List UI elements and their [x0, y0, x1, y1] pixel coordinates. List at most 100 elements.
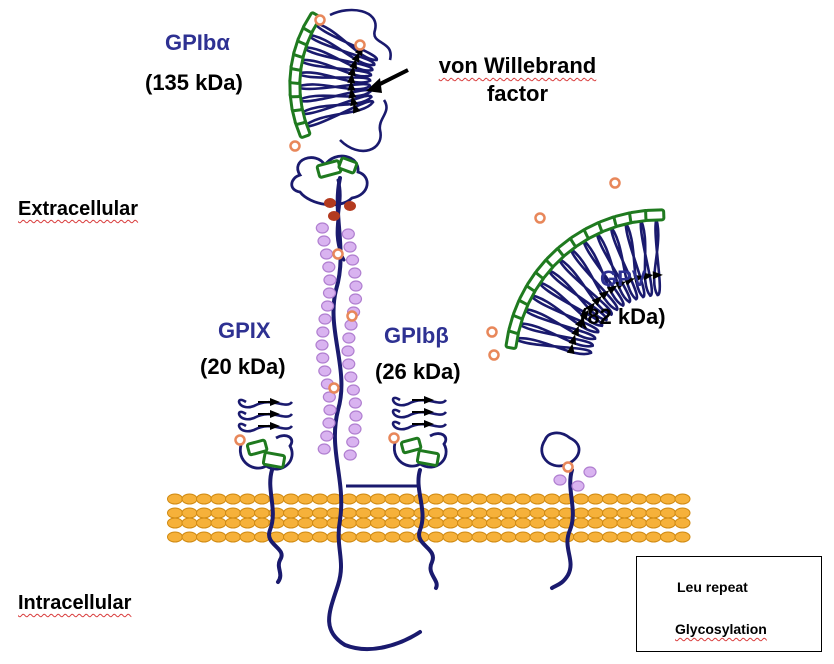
lipid-head	[660, 531, 676, 543]
lipid-head	[457, 507, 473, 519]
lipid-head	[529, 517, 546, 529]
lipid-head	[341, 517, 357, 529]
lipid-head	[428, 531, 444, 543]
legend-leu-repeat-label: Leu repeat	[677, 579, 748, 595]
lipid-head	[674, 531, 691, 543]
lipid-head	[587, 531, 604, 543]
glycosylation-bead	[318, 365, 332, 377]
glycosylation-bead	[322, 261, 336, 273]
glycosylation-bead	[317, 443, 331, 455]
gpibb-mass: (26 kDa)	[375, 359, 461, 384]
gpv-beta-arrow	[571, 325, 579, 337]
lipid-bilayer	[167, 493, 691, 543]
lipid-head	[181, 531, 198, 543]
lipid-head	[515, 507, 531, 519]
gpv-beta-arrow	[566, 343, 575, 355]
gpix-sialic-bead	[234, 434, 246, 446]
glycosylation-bead	[322, 391, 336, 403]
lipid-head	[196, 531, 212, 543]
gpibb-beta-arrow	[424, 408, 434, 416]
gpiba-sialic-bead	[314, 14, 326, 26]
lipid-head	[631, 507, 647, 519]
lipid-head	[239, 531, 256, 543]
gpv-beta-arrow	[652, 271, 663, 280]
lipid-head	[196, 507, 212, 519]
lipid-head	[660, 507, 676, 519]
gpv-beta-arrow	[624, 278, 635, 286]
lipid-head	[515, 517, 531, 529]
gpix-leu-repeat	[261, 451, 287, 469]
gpiba-beta-arrow	[347, 65, 356, 77]
glycosylation-bead	[348, 293, 363, 305]
gpiba-label: GPIbα	[165, 30, 230, 55]
legend-box: Leu repeat Glycosylation	[636, 556, 822, 652]
glycosylation-bead	[348, 397, 362, 409]
lipid-head	[297, 531, 314, 543]
lipid-head	[602, 531, 618, 543]
gpiba-chain-loop	[294, 68, 372, 84]
lipid-head	[399, 507, 415, 519]
gpv-beta-arrow	[615, 281, 626, 290]
lipid-head	[239, 507, 256, 519]
lipid-head	[181, 493, 198, 505]
gpibb-chain-loop	[391, 408, 448, 419]
lipid-head	[428, 507, 444, 519]
lipid-head	[660, 517, 676, 529]
lipid-head	[486, 493, 502, 505]
lipid-head	[225, 517, 241, 529]
gpiba-chain-loop	[310, 17, 379, 62]
gpv-beta-arrow	[568, 334, 577, 346]
gpibb-beta-arrow	[424, 396, 434, 404]
gpiba-flanking-domain	[290, 154, 369, 207]
vwf-line-2: factor	[486, 81, 549, 106]
lipid-head	[312, 531, 328, 543]
lipid-head	[573, 493, 589, 505]
lipid-head	[587, 517, 604, 529]
lipid-head	[210, 531, 227, 543]
lipid-head	[196, 517, 212, 529]
lipid-head	[529, 493, 546, 505]
gpv-chain-loop	[607, 221, 639, 301]
lipid-head	[370, 507, 386, 519]
legend-glycosylation-label: Glycosylation	[675, 621, 767, 637]
gpv-beta-arrow	[585, 302, 595, 313]
glycosylation-bead	[341, 345, 355, 357]
gpibb-label: GPIbβ	[384, 323, 449, 348]
lipid-head	[399, 493, 415, 505]
gpv-beta-arrow	[598, 290, 610, 300]
lipid-head	[167, 493, 183, 505]
lipid-head	[500, 507, 517, 519]
gpv-chain-loop	[622, 217, 646, 299]
lipid-head	[457, 493, 473, 505]
gpv-chain-loop	[592, 227, 632, 304]
glycosylation-bead	[341, 228, 355, 240]
gpv-glycosylation-bead	[553, 474, 567, 486]
gpiba-chain-loop	[296, 55, 373, 78]
lipid-head	[471, 517, 488, 529]
gpv-chain-loop	[543, 264, 608, 322]
gpiba-glycosylation-beads	[315, 222, 363, 461]
glycosylation-bead	[343, 449, 357, 461]
gpiba-chain-loop	[294, 88, 372, 103]
gpibb-domain	[388, 396, 448, 469]
gpiba-sialic-bead	[328, 382, 340, 394]
lipid-head	[486, 507, 502, 519]
lipid-head	[384, 507, 401, 519]
gpiba-mass: (135 kDa)	[145, 70, 243, 95]
lipid-head	[239, 517, 256, 529]
lipid-head	[210, 507, 227, 519]
gpv-chain-loop	[579, 234, 625, 308]
gpiba-beta-arrow	[353, 102, 361, 114]
lipid-head	[225, 531, 241, 543]
lipid-head	[167, 517, 183, 529]
gpv-sialic-bead	[562, 461, 574, 473]
gpv-chain-loop	[519, 303, 597, 341]
gpiba-chain-loop	[329, 8, 392, 153]
lipid-head	[602, 493, 618, 505]
lipid-head	[341, 507, 357, 519]
lipid-head	[442, 507, 459, 519]
gpiba-chain-loop	[296, 94, 373, 117]
lipid-head	[442, 493, 459, 505]
lipid-head	[544, 531, 560, 543]
